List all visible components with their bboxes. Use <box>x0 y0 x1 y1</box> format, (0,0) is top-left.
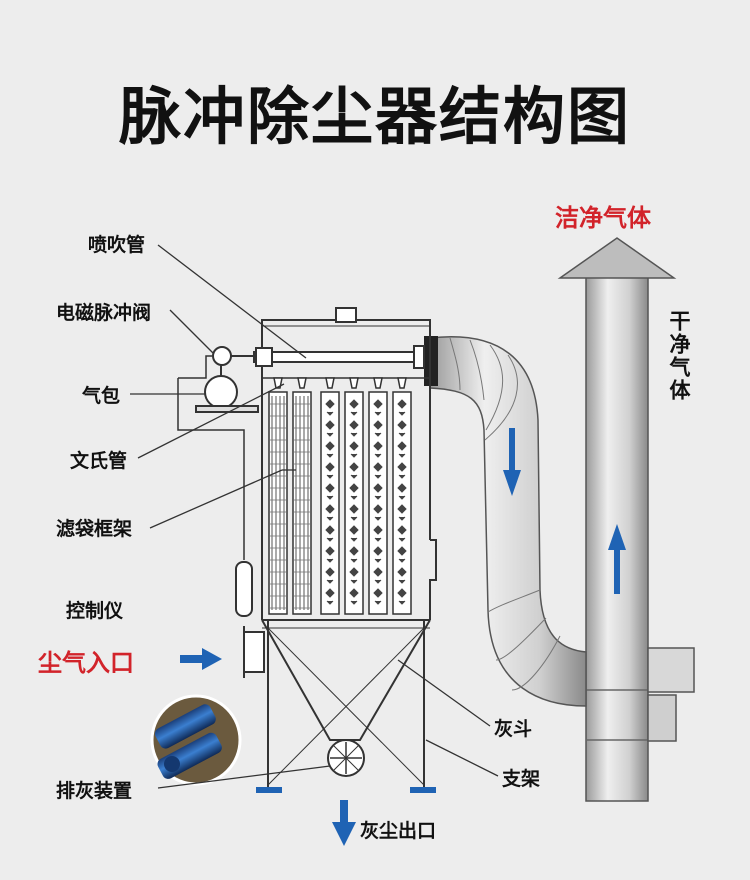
dust-mark <box>349 441 359 458</box>
dust-mark <box>373 441 383 458</box>
dust-mark <box>349 546 359 563</box>
label-dust-inlet: 尘气入口 <box>38 649 134 677</box>
dust-mark <box>373 483 383 500</box>
dust-mark <box>373 504 383 521</box>
dust-mark <box>349 525 359 542</box>
filter-bag <box>368 391 388 615</box>
blow-pipe <box>253 345 425 369</box>
dust-mark <box>397 567 407 584</box>
filter-bag <box>320 391 340 615</box>
venturi-nozzle <box>349 377 359 389</box>
dust-mark <box>349 420 359 437</box>
dust-mark <box>373 420 383 437</box>
dust-mark <box>349 462 359 479</box>
label-clean-gas: 洁净气体 <box>555 204 651 232</box>
label-dust-outlet: 灰尘出口 <box>360 820 437 842</box>
label-dry-gas: 干净气体 <box>667 310 691 402</box>
dust-mark <box>373 462 383 479</box>
motor-photo-inset <box>150 694 242 786</box>
filter-bags <box>268 377 412 615</box>
filter-bag <box>292 391 312 615</box>
arrow-inlet <box>180 648 222 670</box>
discharge-valve <box>327 739 365 777</box>
label-venturi: 文氏管 <box>70 450 128 472</box>
dust-mark <box>325 525 335 542</box>
venturi-nozzle <box>297 377 307 389</box>
filter-bag <box>344 391 364 615</box>
filter-bag <box>392 391 412 615</box>
dust-mark <box>373 546 383 563</box>
dust-mark <box>373 525 383 542</box>
dust-mark <box>397 525 407 542</box>
label-ash-hopper: 灰斗 <box>494 718 533 740</box>
dust-mark <box>325 399 335 416</box>
dust-mark <box>397 420 407 437</box>
label-discharge-device: 排灰装置 <box>56 780 133 802</box>
label-nozzle-pipe: 喷吹管 <box>88 234 146 256</box>
flow-arrows <box>180 428 626 846</box>
dust-mark <box>325 567 335 584</box>
label-controller: 控制仪 <box>66 600 124 622</box>
dust-mark <box>397 462 407 479</box>
arrow-up-stack <box>608 524 626 594</box>
fan-unit <box>647 647 695 742</box>
diagram-title: 脉冲除尘器结构图 <box>118 80 631 153</box>
dust-mark <box>397 441 407 458</box>
dust-mark <box>325 504 335 521</box>
filter-bag <box>268 391 288 615</box>
dust-mark <box>397 483 407 500</box>
label-support: 支架 <box>502 768 541 790</box>
dust-mark <box>325 483 335 500</box>
venturi-nozzle <box>373 377 383 389</box>
dust-mark <box>397 504 407 521</box>
dust-mark <box>349 588 359 605</box>
dust-mark <box>325 588 335 605</box>
dust-mark <box>349 399 359 416</box>
label-bag-frame: 滤袋框架 <box>56 518 133 540</box>
pulse-valve-and-airbag <box>178 346 259 413</box>
outlet-duct <box>424 336 587 707</box>
arrow-down-duct <box>503 428 521 496</box>
label-pulse-valve: 电磁脉冲阀 <box>56 302 152 324</box>
dust-mark <box>397 546 407 563</box>
dust-mark <box>325 420 335 437</box>
dust-mark <box>373 588 383 605</box>
dust-mark <box>325 462 335 479</box>
dust-mark <box>349 567 359 584</box>
leader-lines <box>130 244 499 789</box>
venturi-nozzle <box>325 377 335 389</box>
venturi-nozzle <box>397 377 407 389</box>
dust-mark <box>349 504 359 521</box>
dust-mark <box>397 399 407 416</box>
dust-mark <box>325 441 335 458</box>
dust-mark <box>325 546 335 563</box>
dust-mark <box>373 567 383 584</box>
dust-mark <box>349 483 359 500</box>
dust-mark <box>397 588 407 605</box>
dust-mark <box>373 399 383 416</box>
label-air-bag: 气包 <box>82 385 121 407</box>
arrow-outlet <box>332 800 356 846</box>
